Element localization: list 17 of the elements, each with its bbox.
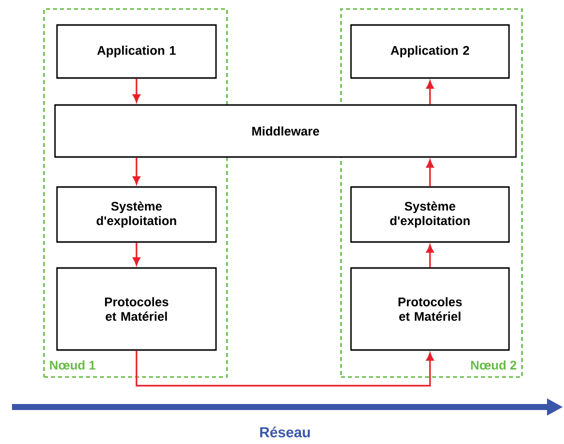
middleware-bar: Middleware xyxy=(54,104,517,158)
node-label: Nœud 1 xyxy=(50,360,96,370)
layer-box: Protocoles et Matériel xyxy=(56,267,217,351)
arrow xyxy=(426,160,434,186)
layer-box: Système d'exploitation xyxy=(350,186,510,243)
node-label: Nœud 2 xyxy=(471,360,516,370)
arrow xyxy=(136,350,434,386)
layer-box: Protocoles et Matériel xyxy=(350,267,510,351)
arrow xyxy=(132,78,140,102)
arrow xyxy=(132,158,140,184)
layer-box: Application 2 xyxy=(350,24,510,79)
network-label: Réseau xyxy=(260,426,310,438)
arrow xyxy=(132,242,140,266)
layer-box: Application 1 xyxy=(56,24,217,79)
arrow xyxy=(426,80,434,104)
arrow xyxy=(426,244,434,268)
layer-box: Système d'exploitation xyxy=(56,186,217,243)
